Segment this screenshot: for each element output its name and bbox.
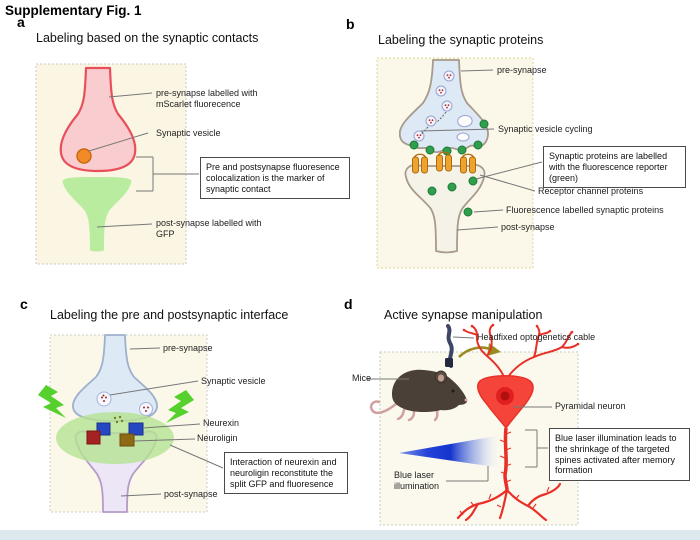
mouse-illustration [369, 369, 468, 422]
docked-reporter-proteins [409, 119, 489, 156]
lightning-bolt-icon [166, 390, 194, 423]
split-gfp-interface-zone [56, 412, 174, 464]
panel-a-diagram [35, 63, 199, 265]
label-blue-laser: Blue laser illumination [394, 470, 440, 491]
panel-d-title: Active synapse manipulation [384, 308, 543, 322]
lightning-bolt-icon [38, 385, 66, 418]
panel-a-letter: a [17, 14, 25, 30]
pyramidal-neuron [456, 323, 580, 522]
mouse-nose [464, 398, 468, 402]
endosome-blobs [456, 115, 473, 142]
panel-c-connectors [109, 347, 224, 497]
label-fluorescent-proteins: Fluorescence labelled synaptic proteins [506, 205, 664, 215]
headstage-connector [445, 358, 453, 367]
annotation-split-gfp: Interaction of neurexin and neuroligin r… [224, 452, 348, 495]
mouse-eye [451, 389, 455, 393]
dendrite-trunk [503, 427, 509, 491]
panel-d-letter: d [344, 296, 353, 312]
label-neuroligin: Neuroligin [197, 433, 238, 443]
label-mice: Mice [352, 373, 372, 383]
panel-b-connectors [420, 69, 543, 231]
mouse-feet [396, 408, 439, 422]
label-synaptic-vesicle: Synaptic vesicle [156, 128, 221, 138]
label-receptor-channels: Receptor channel proteins [538, 186, 644, 196]
panel-b-diagram [376, 57, 543, 269]
label-postsynapse: post-synapse [164, 489, 218, 499]
annotation-synaptic-proteins: Synaptic proteins are labelled with the … [543, 146, 686, 189]
synaptic-vesicles [413, 70, 455, 142]
mouse-ear-inner [438, 374, 444, 382]
label-optogenetics-cable: Headfixed optogenetics cable [477, 332, 596, 342]
postsynapse-spine-gfp [62, 177, 132, 252]
label-postsynapse-gfp: post-synapse labelled with GFP [156, 218, 262, 239]
released-neurotransmitter-dots [113, 415, 124, 424]
mouse-tail [369, 400, 398, 415]
basal-spines [459, 486, 550, 516]
neuroligin-protein [119, 433, 135, 447]
dendritic-spines [499, 431, 512, 483]
synaptic-vesicles [96, 391, 153, 416]
receptor-channel-proteins [412, 151, 476, 174]
panel-c-title: Labeling the pre and postsynaptic interf… [50, 308, 289, 322]
panel-d-diagram [367, 323, 580, 526]
label-presynapse: pre-synapse [163, 343, 213, 353]
panel-b-letter: b [346, 16, 355, 32]
blue-laser-beam [399, 435, 502, 468]
panel-b-title: Labeling the synaptic proteins [378, 33, 544, 47]
label-pyramidal-neuron: Pyramidal neuron [555, 401, 626, 411]
basal-dendrites [456, 482, 562, 522]
label-synaptic-vesicle: Synaptic vesicle [201, 376, 266, 386]
panel-a-connectors [88, 92, 199, 228]
synaptic-vesicle-orange [76, 148, 92, 164]
annotation-laser-shrinkage: Blue laser illumination leads to the shr… [549, 428, 690, 482]
label-vesicle-cycling: Synaptic vesicle cycling [498, 124, 593, 134]
panel-c-letter: c [20, 296, 28, 312]
dendrite-tips [462, 323, 580, 346]
mouse-body [392, 369, 468, 413]
neuroligin-protein [86, 430, 101, 445]
neurexin-protein [128, 422, 144, 436]
label-presynapse-mscarlet: pre-synapse labelled with mScarlet fluor… [156, 88, 258, 109]
panel-c-diagram [38, 334, 224, 513]
presynapse-bouton-mscarlet [59, 66, 137, 173]
label-postsynapse: post-synapse [501, 222, 555, 232]
label-neurexin: Neurexin [203, 418, 240, 428]
bottom-strip [0, 530, 700, 540]
annotation-colocalization: Pre and postsynapse fluoresence colocali… [200, 157, 350, 200]
figure-title: Supplementary Fig. 1 [5, 3, 142, 18]
panel-d-connectors [367, 336, 552, 482]
panel-a-title: Labeling based on the synaptic contacts [36, 31, 259, 45]
soma-nucleus [500, 391, 510, 401]
fluorescent-synaptic-proteins [427, 176, 478, 217]
label-presynapse: pre-synapse [497, 65, 547, 75]
